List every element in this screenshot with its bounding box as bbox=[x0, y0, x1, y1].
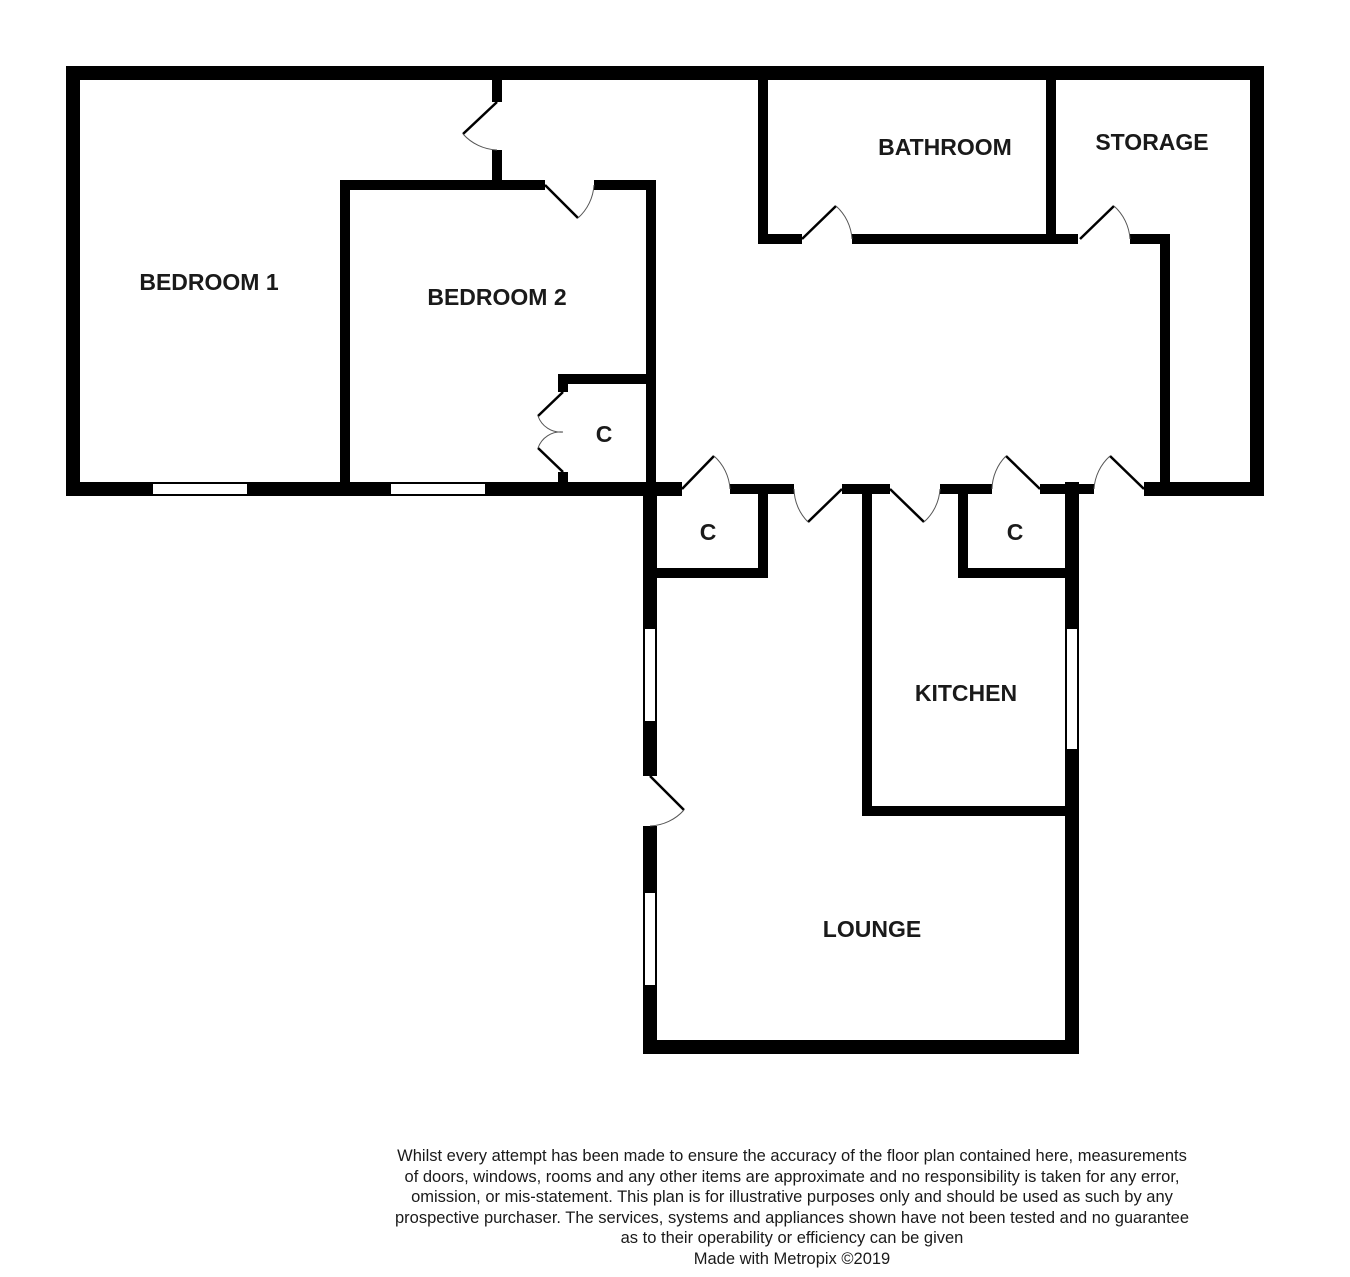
wall-right bbox=[1250, 66, 1264, 496]
doors bbox=[462, 101, 1145, 827]
wall-lounge-right bbox=[1065, 482, 1079, 1054]
wall-bed2-top-right bbox=[594, 180, 656, 190]
wall-bed1-bed2 bbox=[340, 180, 350, 496]
window-kitchen bbox=[1065, 627, 1079, 751]
wall-bed1-stub-bottom bbox=[492, 150, 502, 190]
walls bbox=[66, 66, 1264, 1054]
disclaimer-line: as to their operability or efficiency ca… bbox=[620, 1229, 964, 1248]
wall-left bbox=[66, 66, 80, 496]
door-lounge-side bbox=[649, 775, 685, 827]
door-bedroom2 bbox=[544, 184, 595, 219]
wall-kitchen-left bbox=[862, 484, 872, 816]
disclaimer: Whilst every attempt has been made to en… bbox=[340, 1146, 1244, 1270]
door-storage-upper bbox=[1079, 205, 1131, 240]
label-closet-bedroom2: C bbox=[596, 421, 613, 447]
window-bedroom2 bbox=[389, 482, 487, 496]
door-bedroom1 bbox=[462, 101, 498, 151]
label-kitchen: KITCHEN bbox=[915, 680, 1017, 706]
disclaimer-line: prospective purchaser. The services, sys… bbox=[394, 1208, 1190, 1227]
wall-bed2-right bbox=[646, 180, 656, 496]
wall-bed1-stub-top bbox=[492, 66, 502, 102]
wall-bathroom-storage bbox=[1046, 66, 1056, 244]
wall-bed2-closet-left-bottom bbox=[558, 472, 568, 496]
label-closet-hall-left: C bbox=[700, 519, 717, 545]
door-closet-left bbox=[681, 455, 731, 490]
disclaimer-line: omission, or mis-statement. This plan is… bbox=[411, 1188, 1173, 1207]
door-storage-lower bbox=[1093, 455, 1145, 490]
label-closet-hall-right: C bbox=[1007, 519, 1024, 545]
wall-closet-right-left bbox=[958, 484, 968, 578]
wall-top bbox=[66, 66, 1264, 80]
door-kitchen bbox=[889, 488, 941, 523]
label-storage: STORAGE bbox=[1095, 129, 1208, 155]
wall-bathroom-bottom-left bbox=[758, 234, 802, 244]
disclaimer-line: Whilst every attempt has been made to en… bbox=[397, 1147, 1187, 1165]
lounge-side-door-gap bbox=[643, 776, 657, 826]
wall-bed2-closet-left-top bbox=[558, 374, 568, 392]
wall-bed2-closet-top bbox=[558, 374, 656, 384]
label-lounge: LOUNGE bbox=[823, 916, 921, 942]
label-bathroom: BATHROOM bbox=[878, 134, 1012, 160]
wall-bed2-top-left bbox=[340, 180, 545, 190]
disclaimer-line: of doors, windows, rooms and any other i… bbox=[404, 1167, 1180, 1186]
door-closet-right bbox=[991, 455, 1041, 490]
wall-kitchen-bottom bbox=[862, 806, 1072, 816]
window-bedroom1 bbox=[151, 482, 249, 496]
window-lounge-lower bbox=[643, 891, 657, 987]
wall-lounge-bottom bbox=[643, 1040, 1079, 1054]
wall-storage-inner bbox=[1160, 234, 1170, 496]
door-bathroom bbox=[801, 205, 853, 240]
window-lounge-upper bbox=[643, 627, 657, 723]
label-bedroom2: BEDROOM 2 bbox=[427, 284, 566, 310]
wall-bottom-storage bbox=[1144, 482, 1264, 496]
wall-bathroom-left bbox=[758, 66, 768, 244]
wall-closet-right-bottom bbox=[958, 568, 1072, 578]
wall-closet-left-bottom bbox=[650, 568, 768, 578]
door-lounge bbox=[793, 488, 843, 523]
door-bedroom2-closet bbox=[537, 391, 564, 473]
label-bedroom1: BEDROOM 1 bbox=[139, 269, 279, 295]
wall-bathroom-bottom-right bbox=[852, 234, 1078, 244]
room-labels: BEDROOM 1 BEDROOM 2 BATHROOM STORAGE KIT… bbox=[139, 129, 1208, 942]
windows bbox=[151, 482, 1079, 987]
credit-line: Made with Metropix ©2019 bbox=[693, 1249, 891, 1268]
wall-storage-left-top bbox=[1130, 234, 1170, 244]
wall-closet-left-right bbox=[758, 484, 768, 578]
